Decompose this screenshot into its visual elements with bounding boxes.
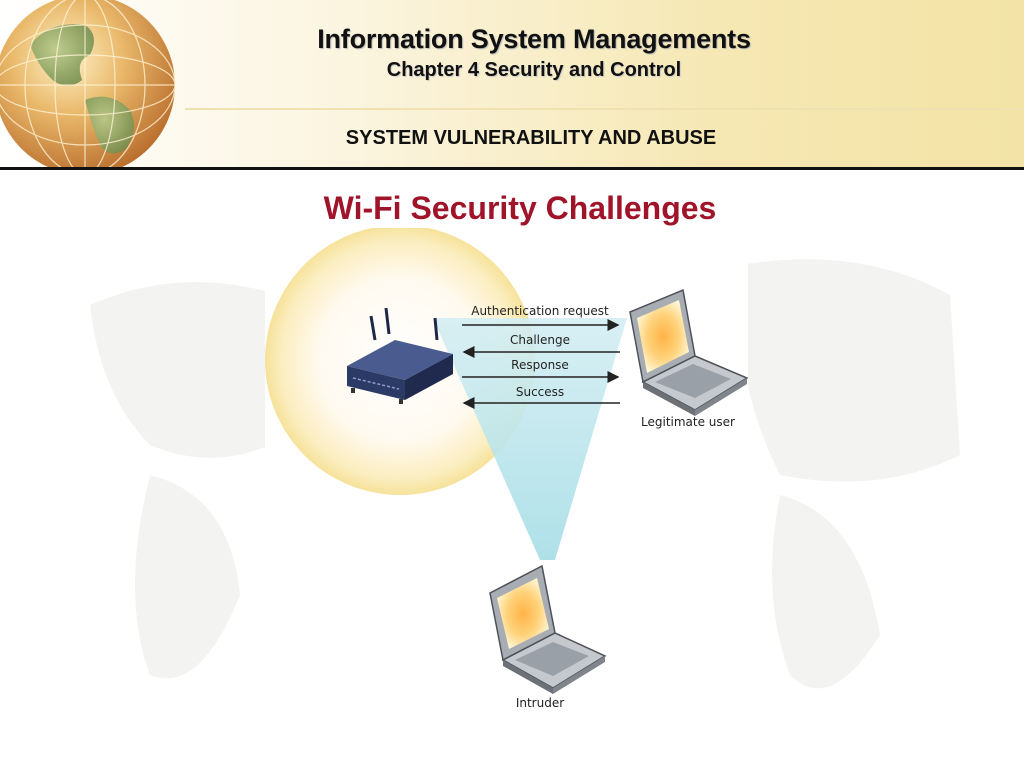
laptop-icon	[629, 288, 748, 416]
section-title: SYSTEM VULNERABILITY AND ABUSE	[345, 127, 717, 149]
header-rule	[0, 167, 1024, 170]
chapter-subtitle: Chapter 4 Security and Control	[386, 59, 682, 81]
message-label-success: Success	[516, 385, 564, 399]
presentation-title: Information System Managements	[317, 24, 751, 54]
wifi-security-diagram: Authentication request Challenge Respons…	[265, 228, 748, 718]
signal-intercept-cone	[433, 318, 627, 560]
slide-header: Information System Managements Chapter 4…	[0, 0, 1024, 168]
legitimate-user-label: Legitimate user	[641, 415, 735, 429]
message-label-challenge: Challenge	[510, 333, 570, 347]
header-divider	[185, 108, 1024, 110]
globe-icon	[0, 0, 176, 168]
laptop-icon	[489, 564, 607, 694]
message-exchange: Authentication request Challenge Respons…	[462, 304, 620, 409]
slide-heading: Wi-Fi Security Challenges	[323, 190, 717, 226]
intruder-label: Intruder	[516, 696, 564, 710]
wireless-router-icon	[347, 307, 453, 404]
world-map-watermark	[90, 259, 960, 689]
message-label-response: Response	[511, 358, 569, 372]
message-label-authentication: Authentication request	[471, 304, 609, 318]
